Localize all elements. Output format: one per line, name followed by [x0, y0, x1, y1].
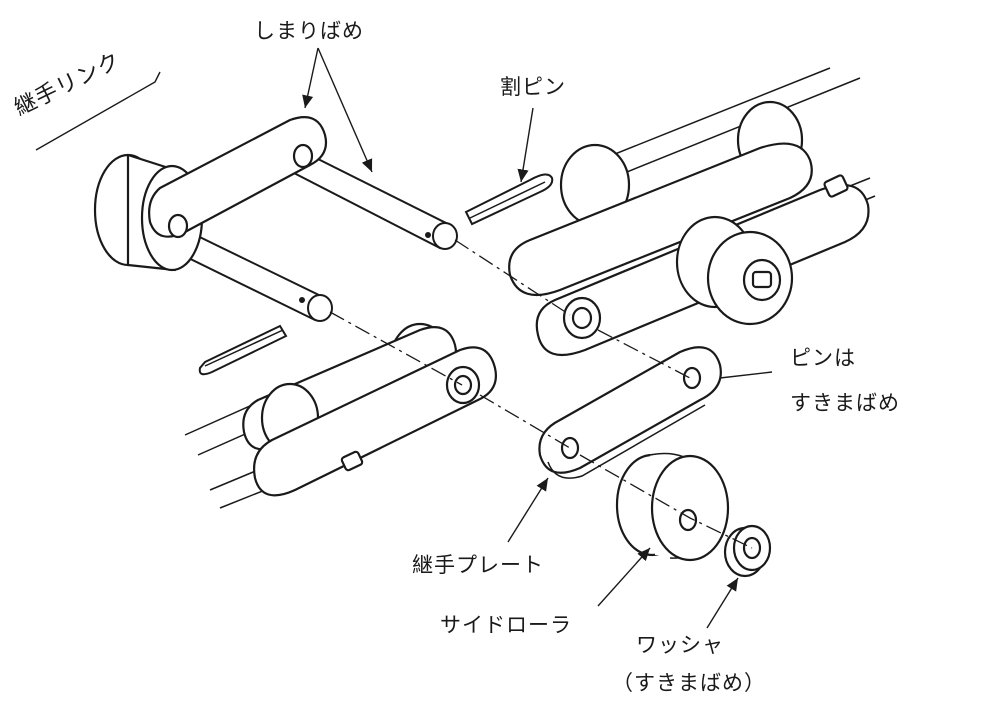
connecting-link: [93, 116, 458, 322]
title-underline: [35, 71, 161, 151]
cotter-pin-upper: [464, 173, 554, 226]
cotter-pin-lower: [198, 324, 288, 376]
lower-left-chain: [184, 322, 497, 509]
upper-right-chain: [508, 67, 876, 357]
label-washer: ワッシャ: [636, 633, 724, 657]
label-washer-fit: （すきまばめ）: [612, 671, 766, 695]
label-pin-clearance-fit-1: ピンは: [790, 346, 856, 370]
washer: [723, 524, 772, 578]
leader-lines: [302, 47, 773, 629]
label-cotter-pin: 割ピン: [500, 75, 566, 99]
side-roller: [615, 452, 730, 562]
label-pin-clearance-fit-2: すきまばめ: [790, 391, 900, 415]
label-press-fit: しまりばめ: [254, 19, 364, 43]
center-lines: [329, 239, 753, 549]
connecting-plate: [538, 346, 722, 479]
label-connecting-plate: 継手プレート: [412, 553, 544, 577]
label-side-roller: サイドローラ: [440, 613, 572, 637]
